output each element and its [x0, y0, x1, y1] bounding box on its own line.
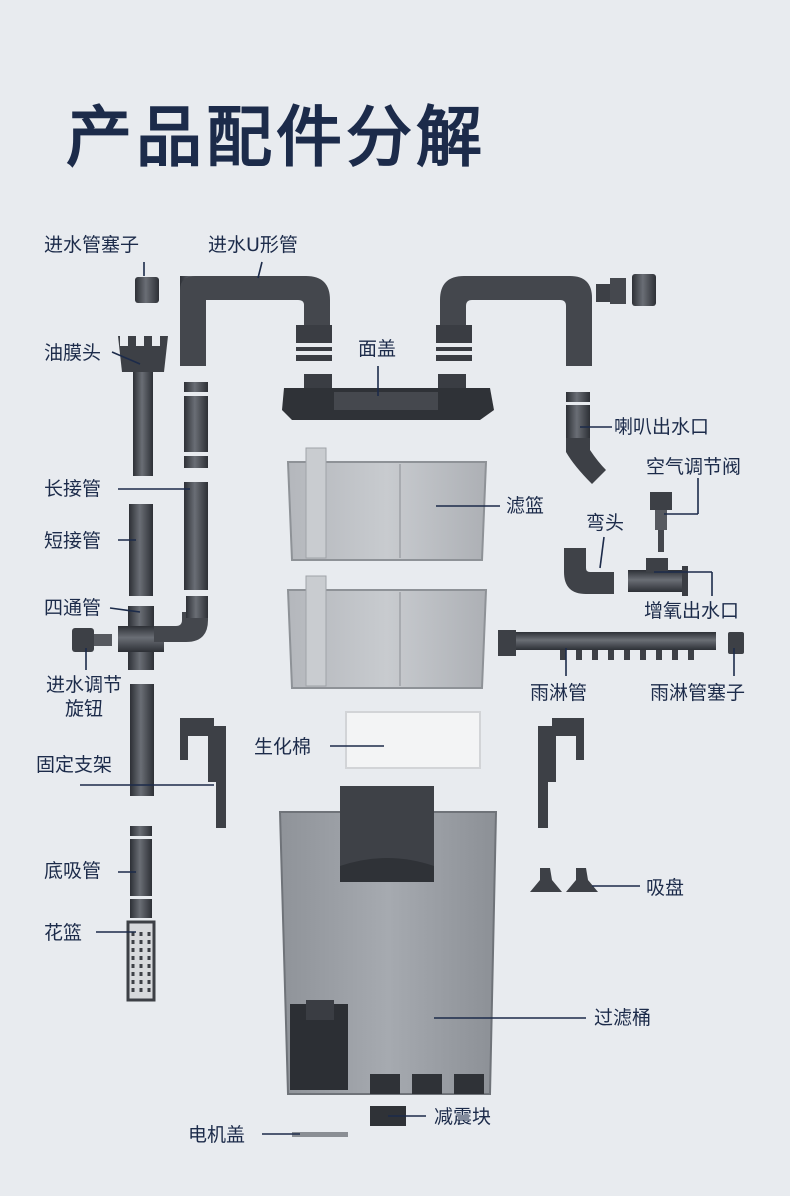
label-inlet-knob: 进水调节 旋钮 — [45, 674, 122, 720]
label-cover: 面盖 — [358, 338, 397, 360]
inlet-u-pipe-part — [180, 276, 332, 366]
label-suction-cup: 吸盘 — [646, 877, 685, 899]
motor-cover-part — [292, 1132, 348, 1137]
four-way-pipe-part — [118, 596, 208, 670]
elbow-part — [564, 548, 614, 594]
strainer-part — [126, 920, 156, 1002]
label-rain-pipe: 雨淋管 — [530, 682, 588, 704]
bracket-right-part — [538, 718, 584, 828]
label-rain-plug: 雨淋管塞子 — [650, 682, 746, 704]
inlet-plug-part — [135, 277, 159, 303]
label-strainer: 花篮 — [44, 922, 83, 944]
label-four-way: 四通管 — [44, 597, 102, 619]
spout-part — [566, 392, 606, 484]
outlet-u-pipe-part — [436, 274, 656, 366]
label-elbow: 弯头 — [586, 512, 625, 534]
label-spout: 喇叭出水口 — [614, 416, 710, 438]
label-long-pipe: 长接管 — [44, 478, 102, 500]
filter-bucket-part — [278, 786, 498, 1095]
label-inlet-plug: 进水管塞子 — [44, 234, 140, 256]
short-pipe-part — [129, 504, 153, 596]
air-valve-part — [650, 492, 672, 552]
label-inlet-u-pipe: 进水U形管 — [208, 234, 298, 256]
label-oil-film-head: 油膜头 — [44, 342, 102, 364]
label-air-valve: 空气调节阀 — [646, 456, 742, 478]
label-filter-basket: 滤篮 — [506, 495, 545, 517]
leader-lines — [80, 261, 735, 1135]
bio-sponge-part — [345, 711, 481, 769]
oil-film-head-part — [118, 336, 168, 476]
label-filter-bucket: 过滤桶 — [594, 1007, 652, 1029]
label-damper: 减震块 — [434, 1106, 492, 1128]
inlet-knob-part — [72, 628, 112, 652]
label-bracket: 固定支架 — [36, 754, 113, 776]
bottom-intake-part — [130, 684, 154, 918]
rain-pipe-part — [498, 630, 744, 660]
page-title: 产品配件分解 — [66, 99, 486, 176]
label-bio-sponge: 生化棉 — [254, 736, 312, 758]
oxygen-outlet-part — [628, 558, 688, 596]
suction-cup-part — [530, 868, 598, 892]
cover-part — [282, 374, 494, 420]
long-pipe-part — [184, 382, 208, 590]
bracket-left-part — [180, 718, 226, 828]
label-bottom-intake: 底吸管 — [44, 860, 102, 882]
label-oxygen-outlet: 增氧出水口 — [644, 600, 740, 622]
label-motor-cover: 电机盖 — [188, 1124, 246, 1146]
filter-basket-part — [286, 447, 488, 689]
label-short-pipe: 短接管 — [44, 530, 102, 552]
